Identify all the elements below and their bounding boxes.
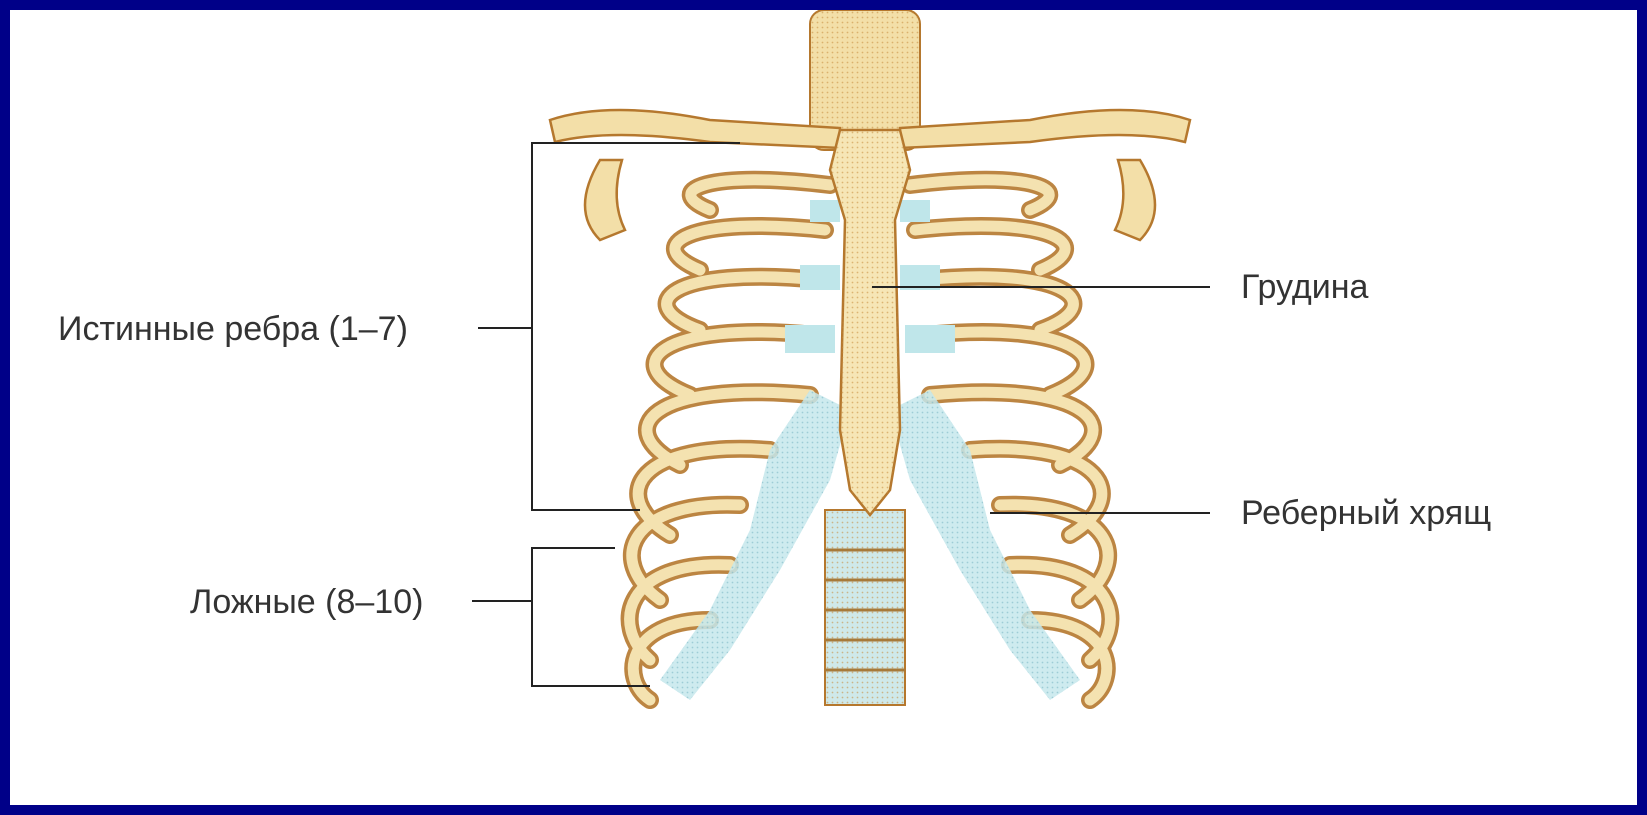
rib-cage-illustration <box>10 10 1637 805</box>
true-ribs-label: Истинные ребра (1–7) <box>58 312 408 346</box>
sternum <box>830 130 910 515</box>
slide: Истинные ребра (1–7) Ложные (8–10) Груди… <box>10 10 1637 805</box>
false-ribs-label: Ложные (8–10) <box>190 585 423 619</box>
sternum-label: Грудина <box>1241 270 1368 304</box>
costal-cartilage-label: Реберный хрящ <box>1241 496 1491 530</box>
